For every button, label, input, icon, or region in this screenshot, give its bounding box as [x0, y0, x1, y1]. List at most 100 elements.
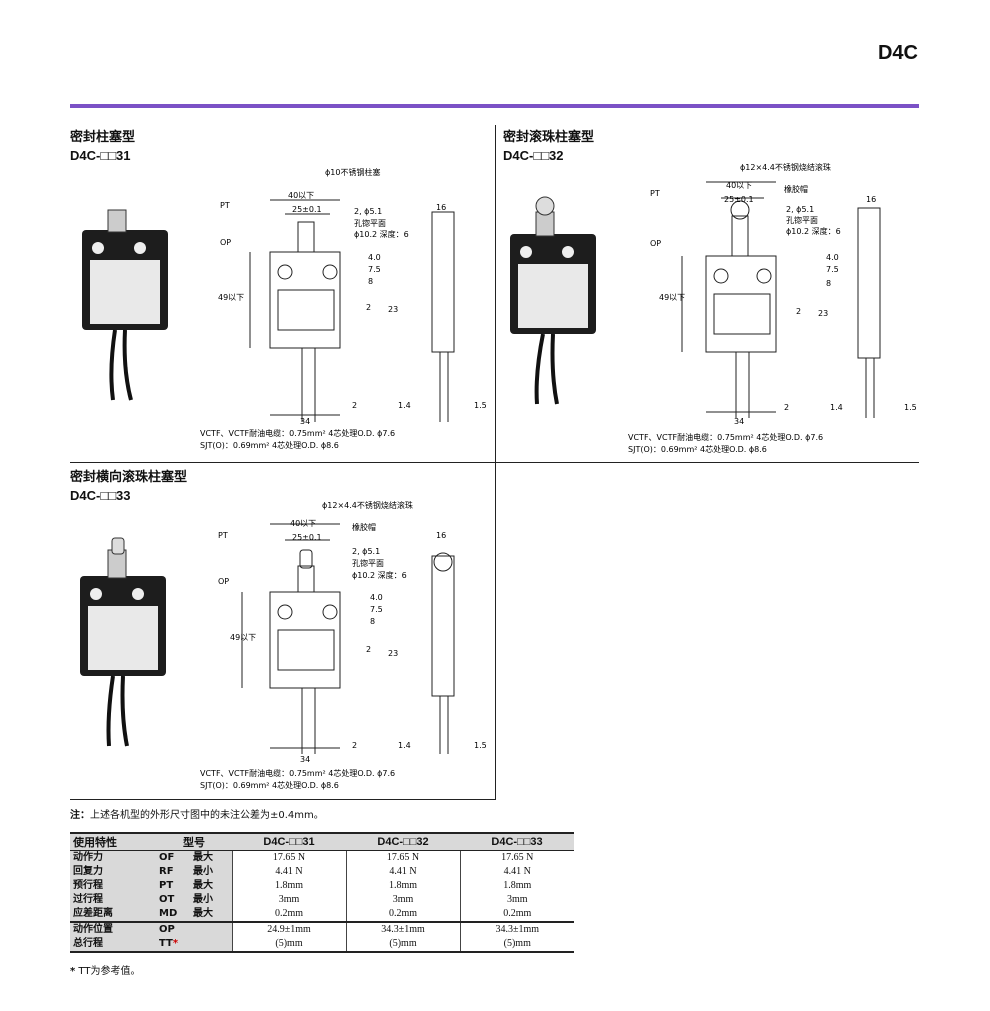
- label-s16: 16: [436, 203, 446, 212]
- note-text: 上述各机型的外形尺寸图中的未注公差为±0.4mm。: [90, 810, 324, 821]
- row-code: PT 最大: [156, 879, 232, 893]
- label-op: OP: [650, 239, 661, 248]
- row-code-text: PT: [159, 880, 174, 891]
- label-cable1: VCTF、VCTF耐油电缆：0.75mm² 4芯处理O.D. ϕ7.6: [200, 768, 395, 778]
- row-code: OT 最小: [156, 893, 232, 907]
- label-d4: 4.0: [368, 253, 381, 262]
- row-value: 17.65 N: [459, 850, 574, 865]
- label-s16: 16: [866, 195, 876, 204]
- row-name: 总行程: [70, 937, 156, 953]
- col-m3: D4C-□□33: [460, 832, 574, 851]
- product-photo: [80, 537, 166, 747]
- label-h49: 49以下: [218, 293, 244, 302]
- product-photo: [510, 196, 596, 405]
- tolerance-note: 注：上述各机型的外形尺寸图中的未注公差为±0.4mm。: [70, 806, 324, 821]
- page-title: D4C: [877, 42, 918, 64]
- footnote-mark: *: [70, 966, 76, 977]
- row-limit: 最大: [193, 852, 213, 863]
- row-value: 17.65 N: [231, 850, 346, 865]
- row-code-text: RF: [159, 866, 174, 877]
- label-depth: ϕ10.2 深度：6: [786, 226, 841, 236]
- row-code: TT*: [156, 937, 232, 953]
- row-value: (5)mm: [345, 937, 460, 953]
- row-name: 动作力: [70, 850, 156, 865]
- row-limit: 最大: [193, 908, 213, 919]
- label-op: OP: [220, 238, 231, 247]
- label-d8: 8: [826, 279, 831, 288]
- label-d75: 7.5: [370, 605, 383, 614]
- label-flat: 孔锪平面: [352, 558, 384, 568]
- product-photo: [82, 209, 168, 401]
- row-code-text: OP: [159, 924, 175, 935]
- label-s15: 1.5: [904, 403, 917, 412]
- label-cable2: SJT(O)：0.69mm² 4芯处理O.D. ϕ8.6: [628, 444, 767, 454]
- section-2-model: D4C-□□32: [503, 148, 564, 163]
- label-d2: 2: [796, 307, 801, 316]
- label-s16: 16: [436, 531, 446, 540]
- label-w34: 34: [734, 417, 744, 426]
- row-value: 3mm: [231, 893, 346, 907]
- dimension-drawing: [681, 181, 881, 418]
- label-s14: 1.4: [398, 741, 411, 750]
- row-value: 0.2mm: [459, 907, 574, 922]
- label-s15: 1.5: [474, 741, 487, 750]
- label-d23: 23: [818, 309, 828, 318]
- label-hole: 2, ϕ5.1: [352, 547, 380, 556]
- row-code-text: OF: [159, 852, 175, 863]
- drawing-d4c-31: ϕ10不锈钢柱塞 40以下 25±0.1 PT OP 2, ϕ5.1 孔锪平面 …: [82, 167, 487, 450]
- label-d8: 8: [370, 617, 375, 626]
- label-h49: 49以下: [659, 293, 685, 302]
- row-limit: 最大: [193, 880, 213, 891]
- row-value: 0.2mm: [345, 907, 460, 922]
- row-value: 3mm: [459, 893, 574, 907]
- header-rule: [70, 104, 919, 108]
- label-d23: 23: [388, 305, 398, 314]
- row-name: 预行程: [70, 879, 156, 893]
- label-hole: 2, ϕ5.1: [786, 205, 814, 214]
- label-b2: 2: [352, 741, 357, 750]
- label-d2: 2: [366, 303, 371, 312]
- label-pt: PT: [220, 201, 230, 210]
- label-depth: ϕ10.2 深度：6: [354, 229, 409, 239]
- row-value: (5)mm: [231, 937, 346, 953]
- label-w34: 34: [300, 755, 310, 764]
- col-characteristic: 使用特性: [70, 832, 156, 851]
- label-d4: 4.0: [826, 253, 839, 262]
- row-value: 1.8mm: [459, 879, 574, 893]
- label-flat: 孔锪平面: [354, 218, 386, 228]
- row-code-text: TT: [159, 938, 173, 949]
- label-b2: 2: [784, 403, 789, 412]
- row-value: 17.65 N: [345, 850, 460, 865]
- section-1-model: D4C-□□31: [70, 148, 131, 163]
- row-code-text: OT: [159, 894, 175, 905]
- section-2-title: 密封滚珠柱塞型: [503, 130, 595, 145]
- row-value: 3mm: [345, 893, 460, 907]
- label-w40: 40以下: [290, 519, 316, 528]
- label-pt: PT: [650, 189, 660, 198]
- row-name: 回复力: [70, 865, 156, 879]
- label-d2: 2: [366, 645, 371, 654]
- row-code: OF 最大: [156, 850, 232, 865]
- col-m2: D4C-□□32: [346, 832, 460, 851]
- label-h49: 49以下: [230, 633, 256, 642]
- section-divider-bottom: [70, 799, 496, 800]
- row-name: 过行程: [70, 893, 156, 907]
- drawing-d4c-32: ϕ12×4.4不锈钢烧结滚珠 橡胶帽 40以下 25±0.1 PT OP 2, …: [510, 162, 917, 454]
- col-m1: D4C-□□31: [232, 832, 346, 851]
- dimension-drawing: [249, 199, 455, 422]
- footnote-text: TT为参考值。: [78, 966, 141, 977]
- label-s15: 1.5: [474, 401, 487, 410]
- label-pt: PT: [218, 531, 228, 540]
- footnote: * TT为参考值。: [70, 962, 140, 977]
- label-b2: 2: [352, 401, 357, 410]
- label-cable2: SJT(O)：0.69mm² 4芯处理O.D. ϕ8.6: [200, 440, 339, 450]
- row-limit: 最小: [193, 894, 213, 905]
- label-w25: 25±0.1: [292, 205, 322, 214]
